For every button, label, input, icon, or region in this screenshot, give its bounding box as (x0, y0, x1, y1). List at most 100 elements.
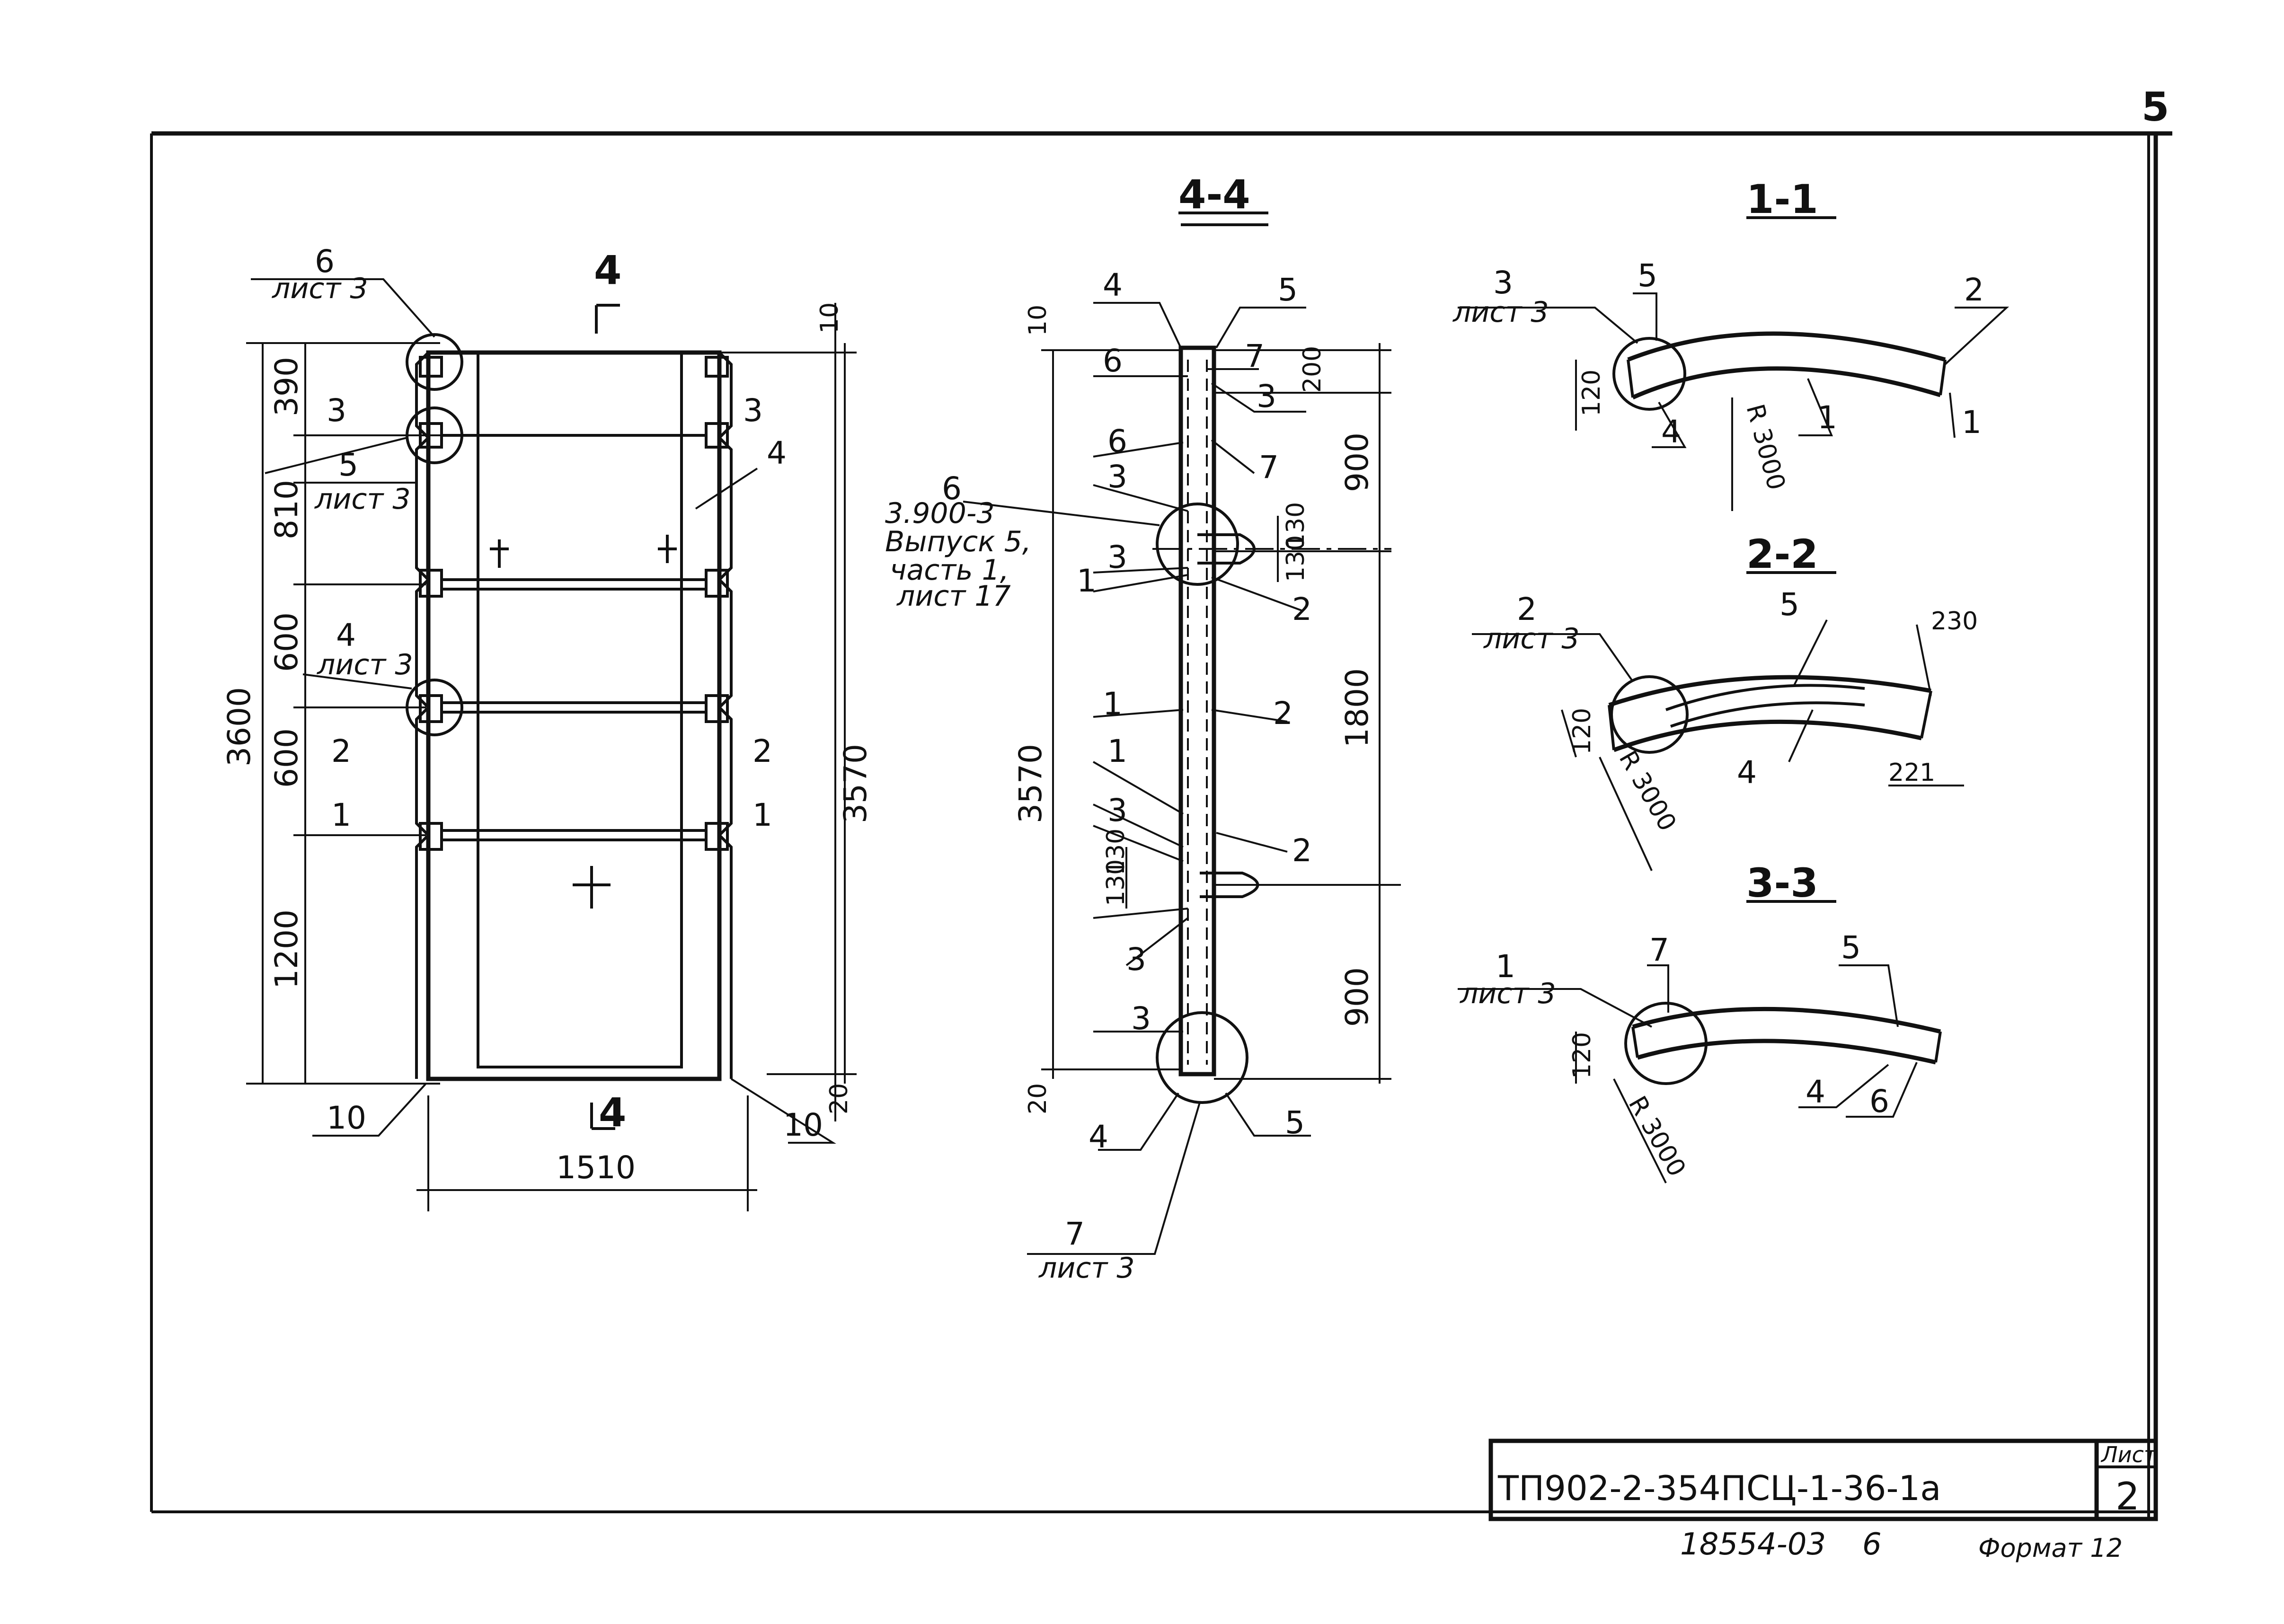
footer-page: 6 (1862, 1527, 1882, 1562)
s44-label-7-top: 7 (1245, 338, 1265, 374)
elevation-callout-5-num: 5 (338, 447, 358, 483)
elevation-section-mark-bottom: 4 (599, 1089, 626, 1136)
s33-callout-ref: лист 3 (1460, 977, 1556, 1010)
s44-label-5-bottom: 5 (1285, 1104, 1305, 1141)
s44-label-1a: 1 (1077, 563, 1097, 599)
s33-dim-120: 120 (1568, 1032, 1596, 1079)
s22-dim-230: 230 (1931, 607, 1978, 635)
s44-ref-line-1: 3.900-3 (885, 497, 995, 530)
elevation-dim-total-right: 3570 (837, 744, 874, 823)
s11-callout-ref: лист 3 (1452, 296, 1549, 329)
footer-format: Формат 12 (1978, 1533, 2123, 1563)
section-2-2-title: 2-2 (1746, 531, 1818, 577)
s44-dim-10: 10 (1024, 305, 1052, 336)
s44-label-3d: 3 (1126, 941, 1146, 978)
s44-dim-20: 20 (1024, 1083, 1052, 1114)
s44-ref-line-2: Выпуск 5, (885, 525, 1031, 558)
s44-dim-130-right-b: 130 (1282, 535, 1310, 582)
s11-label-2: 2 (1964, 272, 1984, 308)
s44-label-1b: 1 (1103, 686, 1123, 722)
elevation-callout-6-ref: лист 3 (272, 272, 368, 305)
s44-label-2b: 2 (1273, 695, 1293, 732)
title-block-sheet-number: 2 (2116, 1474, 2140, 1518)
s22-callout-ref: лист 3 (1483, 622, 1580, 655)
s22-dim-120: 120 (1568, 708, 1596, 755)
s22-label-5: 5 (1779, 586, 1799, 623)
s11-label-1b: 1 (1962, 404, 1982, 441)
s33-label-6: 6 (1869, 1083, 1889, 1120)
elevation-dim-total-left: 3600 (221, 687, 257, 767)
sheet-corner-number: 5 (2142, 84, 2169, 130)
elevation-callout-5-ref: лист 3 (314, 483, 411, 516)
section-1-1-view (1458, 216, 2010, 511)
s44-label-3c: 3 (1107, 792, 1127, 829)
elevation-dim-corner-left: 10 (327, 1100, 366, 1136)
elevation-cut-2-right: 2 (752, 733, 772, 769)
s11-radius: R 3000 (1740, 401, 1790, 493)
s44-label-3-top: 3 (1257, 378, 1276, 415)
s44-dim-900-bottom: 900 (1339, 967, 1375, 1027)
title-block-code: ТП902-2-354ПСЦ-1-36-1а (1497, 1468, 1941, 1508)
s22-radius: R 3000 (1613, 746, 1682, 836)
s22-label-4: 4 (1737, 754, 1757, 791)
elevation-dim-width: 1510 (556, 1149, 636, 1186)
s44-label-7: 7 (1259, 449, 1279, 485)
s44-dim-3570: 3570 (1012, 744, 1049, 823)
title-block-sheet-label: Лист (2100, 1442, 2157, 1467)
elevation-view (246, 278, 857, 1211)
section-2-2-view (1472, 571, 1964, 871)
s44-callout-7-num: 7 (1065, 1216, 1085, 1252)
elevation-dim-1200: 1200 (268, 909, 305, 989)
elevation-dim-810: 810 (268, 480, 305, 539)
elevation-callout-6-num: 6 (315, 243, 335, 280)
s33-radius: R 3000 (1623, 1092, 1691, 1182)
elevation-dim-600b: 600 (268, 728, 305, 788)
s44-callout-7-ref: лист 3 (1038, 1252, 1135, 1285)
s33-callout-num: 1 (1496, 948, 1515, 985)
s44-dim-1800: 1800 (1339, 668, 1375, 748)
section-3-3-view (1458, 900, 1942, 1183)
s11-dim-120: 120 (1577, 370, 1606, 416)
elevation-cut-1-left: 1 (331, 797, 351, 833)
s22-callout-num: 2 (1517, 591, 1537, 627)
s44-label-4-bottom: 4 (1089, 1119, 1108, 1155)
s11-label-1a: 1 (1817, 399, 1837, 436)
footer-archive-number: 18554-03 (1680, 1527, 1826, 1562)
elevation-part-label: 4 (767, 435, 787, 471)
elevation-cut-1-right: 1 (752, 797, 772, 833)
elevation-dim-corner-right: 10 (783, 1107, 823, 1143)
s44-dim-200: 200 (1298, 346, 1327, 393)
title-block (1488, 1439, 2158, 1521)
elevation-cut-3-right: 3 (743, 392, 763, 429)
s44-label-3a: 3 (1107, 459, 1127, 495)
section-1-1-title: 1-1 (1746, 176, 1818, 222)
s44-label-6-top: 6 (1103, 343, 1123, 379)
sheet-frame (150, 131, 2172, 1519)
s44-label-6: 6 (1107, 423, 1127, 459)
elevation-dim-top-offset: 10 (815, 302, 844, 334)
s44-ref-line-3: часть 1, (890, 554, 1009, 587)
section-4-4-view (963, 212, 1401, 1255)
elevation-dim-390: 390 (268, 357, 305, 416)
s44-dim-130-right-a: 130 (1282, 502, 1310, 549)
elevation-cut-2-left: 2 (331, 733, 351, 769)
elevation-callout-4-ref: лист 3 (317, 648, 413, 681)
s44-ref-num: 6 (942, 470, 962, 507)
s44-dim-130-left-b: 130 (1102, 829, 1130, 875)
section-4-4-title: 4-4 (1178, 171, 1250, 218)
elevation-dim-bottom-offset: 20 (825, 1083, 853, 1114)
s33-label-4: 4 (1806, 1074, 1825, 1110)
s33-label-7: 7 (1649, 932, 1669, 968)
s11-label-5: 5 (1638, 257, 1657, 294)
s44-label-4-top: 4 (1103, 267, 1123, 303)
s44-label-2c: 2 (1292, 832, 1312, 869)
s44-label-3b: 3 (1107, 539, 1127, 575)
s22-dim-221: 221 (1888, 759, 1935, 787)
s11-label-4: 4 (1661, 414, 1681, 450)
s44-label-2a: 2 (1292, 591, 1312, 627)
s44-label-5-top: 5 (1278, 272, 1298, 308)
s44-dim-130-left-a: 130 (1102, 859, 1130, 906)
s33-label-5: 5 (1841, 929, 1861, 966)
elevation-callout-4-num: 4 (336, 617, 356, 653)
